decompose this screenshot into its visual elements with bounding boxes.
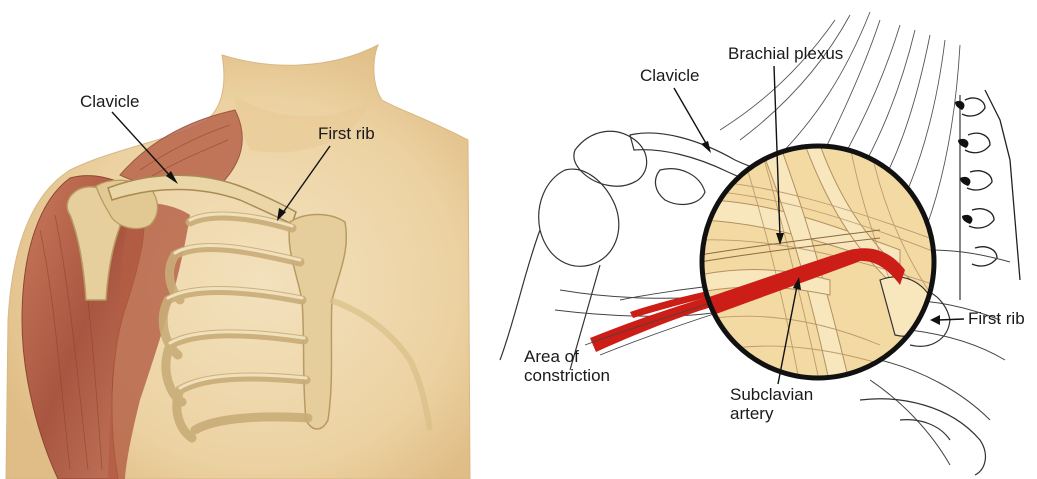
area-of-constriction-label-line2: constriction <box>524 366 610 385</box>
right-first-rib-label: First rib <box>968 309 1025 328</box>
right-clavicle-arrowhead <box>701 141 711 153</box>
right-label-clavicle: Clavicle <box>640 66 711 153</box>
coracoid-outline <box>655 169 705 205</box>
right-humerus-outline <box>539 169 619 266</box>
cervical-vertebrae <box>960 90 1020 300</box>
left-clavicle-label: Clavicle <box>80 92 140 111</box>
area-of-constriction-label-line1: Area of <box>524 347 579 366</box>
vertebra-dark-tips <box>955 101 972 224</box>
magnifier-lens <box>700 145 940 385</box>
right-first-rib-arrowhead <box>930 315 940 325</box>
subclavian-artery-label-line1: Subclavian <box>730 385 813 404</box>
brachial-plexus-label: Brachial plexus <box>728 44 843 63</box>
right-label-first-rib: First rib <box>930 309 1025 328</box>
left-anatomy-illustration <box>6 45 470 479</box>
subclavian-artery-label-line2: artery <box>730 404 774 423</box>
lower-rib-outline <box>860 399 985 475</box>
right-first-rib-leader-line <box>938 319 964 320</box>
right-clavicle-label: Clavicle <box>640 66 700 85</box>
right-acromion-outline <box>574 131 647 186</box>
upper-arm-outline <box>500 230 540 360</box>
left-first-rib-label: First rib <box>318 124 375 143</box>
right-label-area-of-constriction: Area of constriction <box>524 347 610 385</box>
